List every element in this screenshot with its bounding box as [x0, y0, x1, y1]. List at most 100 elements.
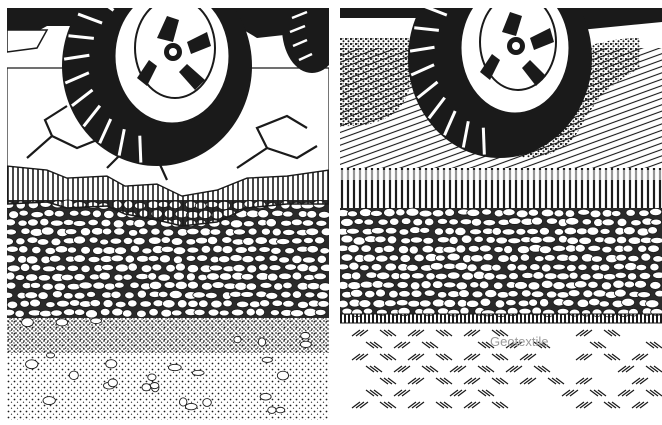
gravel-stone [314, 237, 324, 244]
gravel-stone [102, 228, 112, 235]
gravel-stone [130, 282, 139, 288]
gravel-stone [542, 236, 555, 243]
gravel-stone [285, 248, 295, 254]
gravel-stone [272, 210, 284, 216]
displaced-stone [260, 393, 271, 400]
gravel-stone [152, 264, 162, 271]
gravel-stone [371, 227, 384, 234]
gravel-stone [233, 264, 245, 272]
gravel-stone [504, 246, 513, 254]
gravel-stone [128, 300, 138, 307]
panel-without-geotextile [7, 8, 329, 420]
gravel-stone [539, 246, 551, 254]
gravel-stone [364, 219, 374, 225]
gravel-stone [222, 237, 232, 244]
gravel-stone [557, 292, 569, 299]
gravel-stone [187, 247, 199, 253]
gravel-stone [134, 219, 146, 227]
gravel-stone [56, 300, 69, 307]
gravel-stone [158, 291, 168, 297]
gravel-stone [410, 282, 420, 290]
gravel-stone [348, 245, 360, 253]
gravel-stone [435, 273, 447, 280]
gravel-stone [473, 271, 485, 279]
gravel-stone [51, 238, 61, 246]
subgrade-mark [380, 378, 396, 384]
subgrade-mark [422, 366, 438, 372]
gravel-stone [128, 263, 137, 271]
gravel-stone [627, 273, 636, 281]
gravel-stone [153, 300, 164, 307]
gravel-stone [271, 247, 282, 254]
gravel-stone [241, 291, 254, 297]
gravel-stone [411, 290, 422, 298]
gravel-stone [93, 282, 105, 289]
gravel-stone [400, 255, 411, 263]
gravel-stone [541, 280, 553, 288]
gravel-stone [21, 228, 30, 235]
gravel-stone [318, 211, 329, 218]
gravel-stone [7, 301, 18, 309]
gravel-stone [445, 209, 455, 217]
gravel-stone [375, 236, 386, 243]
gravel-stone [272, 228, 281, 236]
subgrade-mark [604, 402, 620, 408]
displaced-stone [300, 341, 311, 347]
gravel-stone [255, 237, 268, 245]
gravel-stone [173, 247, 186, 255]
gravel-stone [422, 245, 434, 253]
gravel-stone [67, 247, 76, 253]
gravel-stone [372, 281, 384, 289]
gravel-stone [518, 300, 529, 307]
gravel-stone [461, 272, 473, 280]
gravel-stone [648, 245, 660, 253]
gravel-stone [383, 245, 395, 252]
gravel-stone [187, 281, 198, 289]
gravel-stone [351, 272, 360, 280]
gravel-stone [594, 218, 603, 226]
gravel-stone [74, 292, 85, 299]
gravel-stone [42, 283, 53, 290]
gravel-stone [319, 283, 329, 291]
gravel-stone [139, 228, 149, 235]
gravel-stone [495, 274, 507, 280]
gravel-stone [219, 310, 229, 316]
gravel-stone [371, 263, 382, 270]
gravel-stone [622, 298, 635, 306]
gravel-stone [258, 264, 268, 271]
gravel-stone [603, 273, 616, 280]
gravel-stone [99, 272, 111, 280]
gravel-stone [292, 272, 302, 280]
gravel-stone [498, 219, 510, 225]
gravel-stone [247, 265, 257, 273]
gravel-stone [530, 264, 540, 271]
gravel-stone [38, 274, 50, 281]
gravel-stone [88, 256, 100, 262]
gravel-stone [636, 264, 647, 270]
gravel-stone [567, 264, 577, 271]
gravel-stone [533, 272, 544, 280]
subgrade-mark [576, 378, 592, 384]
gravel-stone [655, 290, 662, 297]
gravel-stone [7, 309, 15, 316]
displaced-stone [203, 399, 212, 407]
gravel-stone [624, 262, 636, 270]
gravel-stone [7, 282, 16, 289]
gravel-stone [266, 219, 277, 227]
gravel-stone [186, 273, 195, 281]
gravel-stone [111, 291, 121, 299]
gravel-stone [148, 255, 159, 261]
gravel-stone [246, 283, 257, 291]
gravel-stone [137, 310, 147, 317]
gravel-stone [424, 218, 433, 226]
gravel-stone [212, 282, 224, 289]
gravel-stone [269, 255, 278, 262]
gravel-stone [248, 228, 257, 235]
gravel-stone [101, 219, 111, 227]
gravel-stone [385, 227, 397, 234]
gravel-stone [297, 301, 308, 308]
gravel-stone [279, 273, 292, 280]
gravel-stone [292, 255, 302, 263]
gravel-stone [193, 292, 206, 298]
gravel-stone [63, 219, 74, 225]
